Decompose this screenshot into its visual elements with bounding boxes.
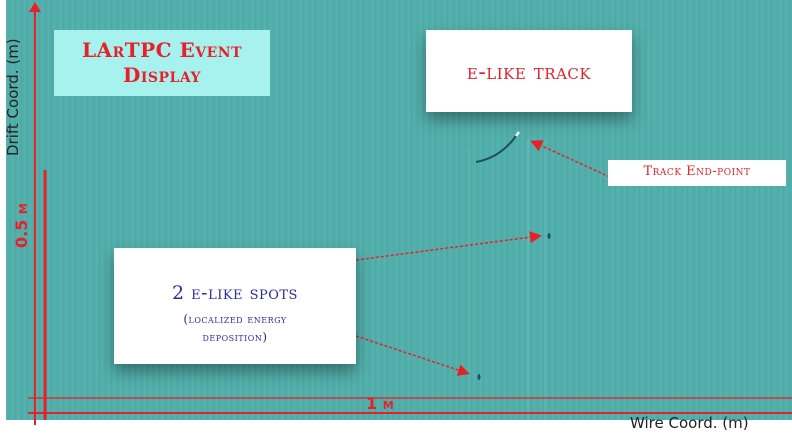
- endpoint-callout-label: Track End-point: [643, 164, 751, 179]
- endpoint-arrow: [530, 140, 611, 178]
- spots-callout-detail: (localized energy deposition): [114, 310, 356, 346]
- display-title: LArTPC Event Display: [81, 38, 242, 87]
- e-like-spot: [547, 233, 551, 239]
- y-axis-arrow-icon: [29, 2, 41, 12]
- e-like-spot: [477, 374, 481, 380]
- endpoint-callout: Track End-point: [608, 160, 786, 186]
- track-callout-label: e-like track: [466, 60, 592, 85]
- vertical-scale-label: 0.5 m: [12, 203, 31, 248]
- track-callout: e-like track: [426, 30, 632, 112]
- spot-arrow-lower: [355, 335, 470, 376]
- spot-arrow-upper: [355, 231, 542, 261]
- spots-callout: 2 e-like spots (localized energy deposit…: [114, 248, 356, 364]
- e-like-track: [475, 135, 517, 163]
- y-axis-label: Drift Coord. (m): [4, 38, 22, 156]
- track-end-point: [515, 131, 520, 137]
- x-axis-label: Wire Coord. (m): [630, 414, 749, 432]
- title-box: LArTPC Event Display: [54, 30, 270, 96]
- horizontal-scale-label: 1 m: [366, 394, 394, 413]
- spots-callout-detail-text: (localized energy deposition): [183, 312, 287, 344]
- spots-callout-heading: 2 e-like spots: [172, 282, 298, 304]
